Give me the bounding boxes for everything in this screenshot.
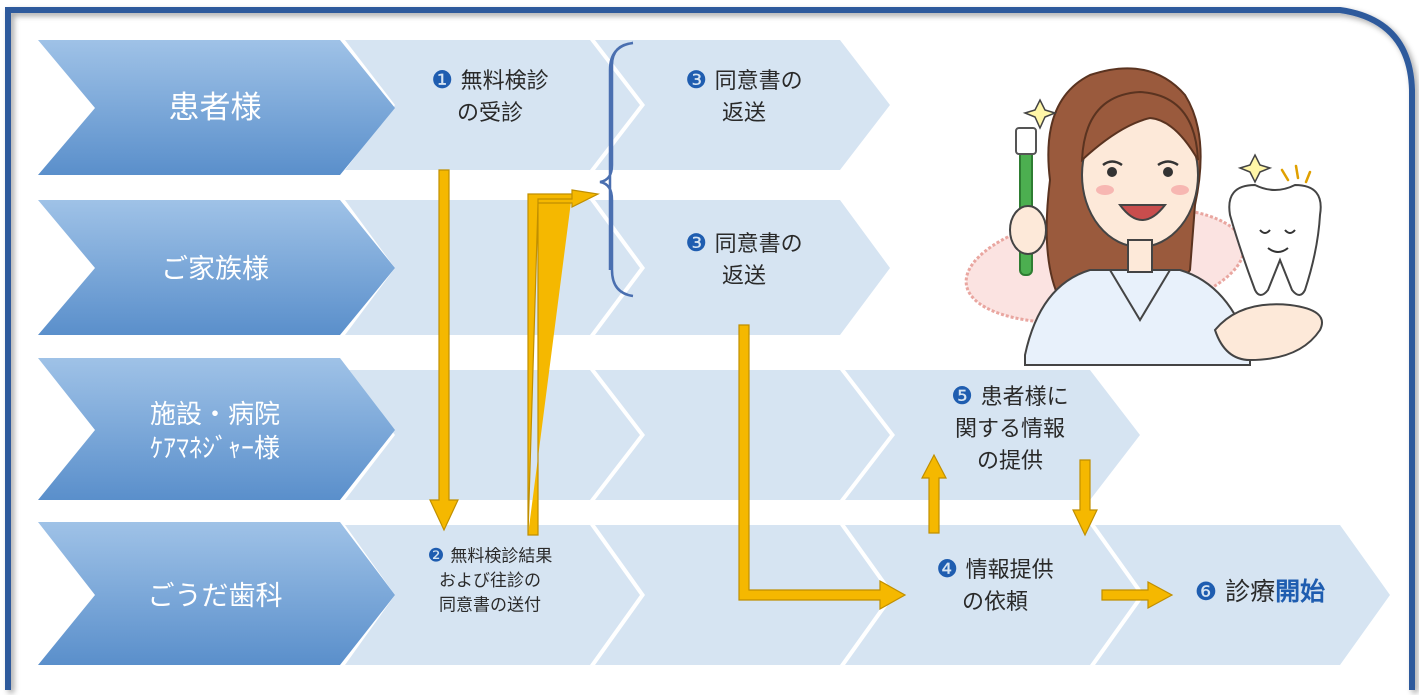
step2-line-2: 同意書の送付 [439, 596, 541, 616]
step6-text: 診療 [1225, 577, 1275, 606]
arrow-step4-to-step5 [921, 453, 947, 534]
step3a-line-0: ❸ 同意書の [685, 66, 802, 94]
step3b-first-text: 同意書の [715, 232, 803, 257]
outer-frame [5, 7, 1415, 690]
step1-line-1: の受診 [457, 101, 523, 126]
step1-first-text: 無料検診 [461, 69, 549, 94]
step5-number: ❺ [951, 382, 980, 410]
arrow-step3-to-step4 [738, 324, 907, 611]
chevron-r1-c2 [595, 40, 890, 170]
dentist-illustration-icon [964, 67, 1323, 366]
step-label-1: ❶ 無料検診の受診 [431, 66, 548, 126]
step1-line-0: ❶ 無料検診 [431, 66, 548, 94]
step3a-number: ❸ [685, 66, 714, 94]
role-label-facility: 施設・病院 ｹｱﾏﾈｼﾞｬｰ様 [150, 400, 280, 464]
arrow-step5-to-step4 [1072, 459, 1098, 537]
role-chevron-clinic [38, 522, 395, 665]
step-label-3a: ❸ 同意書の返送 [685, 66, 802, 126]
step4-line-0: ❹ 情報提供 [936, 555, 1053, 583]
step3b-number: ❸ [685, 229, 714, 257]
role-labels: 患者様 ご家族様 施設・病院 ｹｱﾏﾈｼﾞｬｰ様 ごうだ歯科 [148, 90, 283, 612]
step3b-line-1: 返送 [722, 264, 766, 289]
step2-number: ❷ [428, 545, 451, 566]
chevron-r4-c1 [345, 525, 640, 665]
chevron-r4-c3 [845, 525, 1140, 665]
step5-first-text: 患者様に [981, 385, 1069, 410]
step3a-first-text: 同意書の [715, 69, 803, 94]
step1-number: ❶ [431, 66, 460, 94]
chevron-r2-c2 [595, 200, 890, 335]
grouping-brace [599, 41, 634, 298]
step-label-3b: ❸ 同意書の返送 [685, 229, 802, 289]
chevron-r3-c1 [345, 370, 640, 500]
step-labels: ❶ 無料検診の受診 ❷ 無料検診結果および往診の同意書の送付 ❸ 同意書の返送 … [428, 66, 1326, 616]
step2-first-text: 無料検診結果 [450, 546, 552, 566]
step5-line-1: 関する情報 [955, 417, 1065, 442]
role-facility-line-1: ｹｱﾏﾈｼﾞｬｰ様 [150, 434, 280, 464]
role-chevron-facility [38, 358, 395, 500]
step6-number: ❻ [1195, 577, 1225, 606]
arrow-step2-to-step3 [527, 189, 600, 536]
role-label-clinic: ごうだ歯科 [148, 581, 283, 612]
role-patient-line-0: 患者様 [169, 90, 262, 126]
flow-arrows [429, 169, 1174, 611]
arrow-step4-to-step6 [1101, 580, 1174, 610]
step4-number: ❹ [936, 555, 965, 583]
role-label-family: ご家族様 [161, 254, 269, 285]
step4-first-text: 情報提供 [966, 558, 1054, 583]
chevron-r1-c1 [345, 40, 640, 170]
chevron-r4-c4 [1095, 525, 1390, 665]
step2-line-0: ❷ 無料検診結果 [428, 545, 553, 566]
step-label-2: ❷ 無料検診結果および往診の同意書の送付 [428, 545, 553, 615]
step3b-line-0: ❸ 同意書の [685, 229, 802, 257]
step5-line-0: ❺ 患者様に [951, 382, 1068, 410]
arrow-step1-to-step2 [429, 169, 459, 532]
chevron-r3-c3 [845, 370, 1140, 500]
role-clinic-line-0: ごうだ歯科 [148, 581, 283, 612]
step5-line-2: の提供 [977, 449, 1043, 474]
role-label-patient: 患者様 [169, 90, 262, 126]
step-label-6: ❻ 診療開始 [1195, 577, 1325, 606]
role-facility-line-0: 施設・病院 [150, 400, 280, 430]
step3a-line-1: 返送 [722, 101, 766, 126]
step6-emphasis: 開始 [1275, 577, 1325, 606]
role-chevrons [38, 40, 395, 665]
role-chevron-family [38, 200, 395, 335]
step2-line-1: および往診の [439, 571, 541, 591]
role-chevron-patient [38, 40, 395, 175]
step-label-4: ❹ 情報提供の依頼 [936, 555, 1053, 615]
role-family-line-0: ご家族様 [161, 254, 269, 285]
step-label-5: ❺ 患者様に関する情報の提供 [951, 382, 1068, 474]
step4-line-1: の依頼 [962, 590, 1028, 615]
